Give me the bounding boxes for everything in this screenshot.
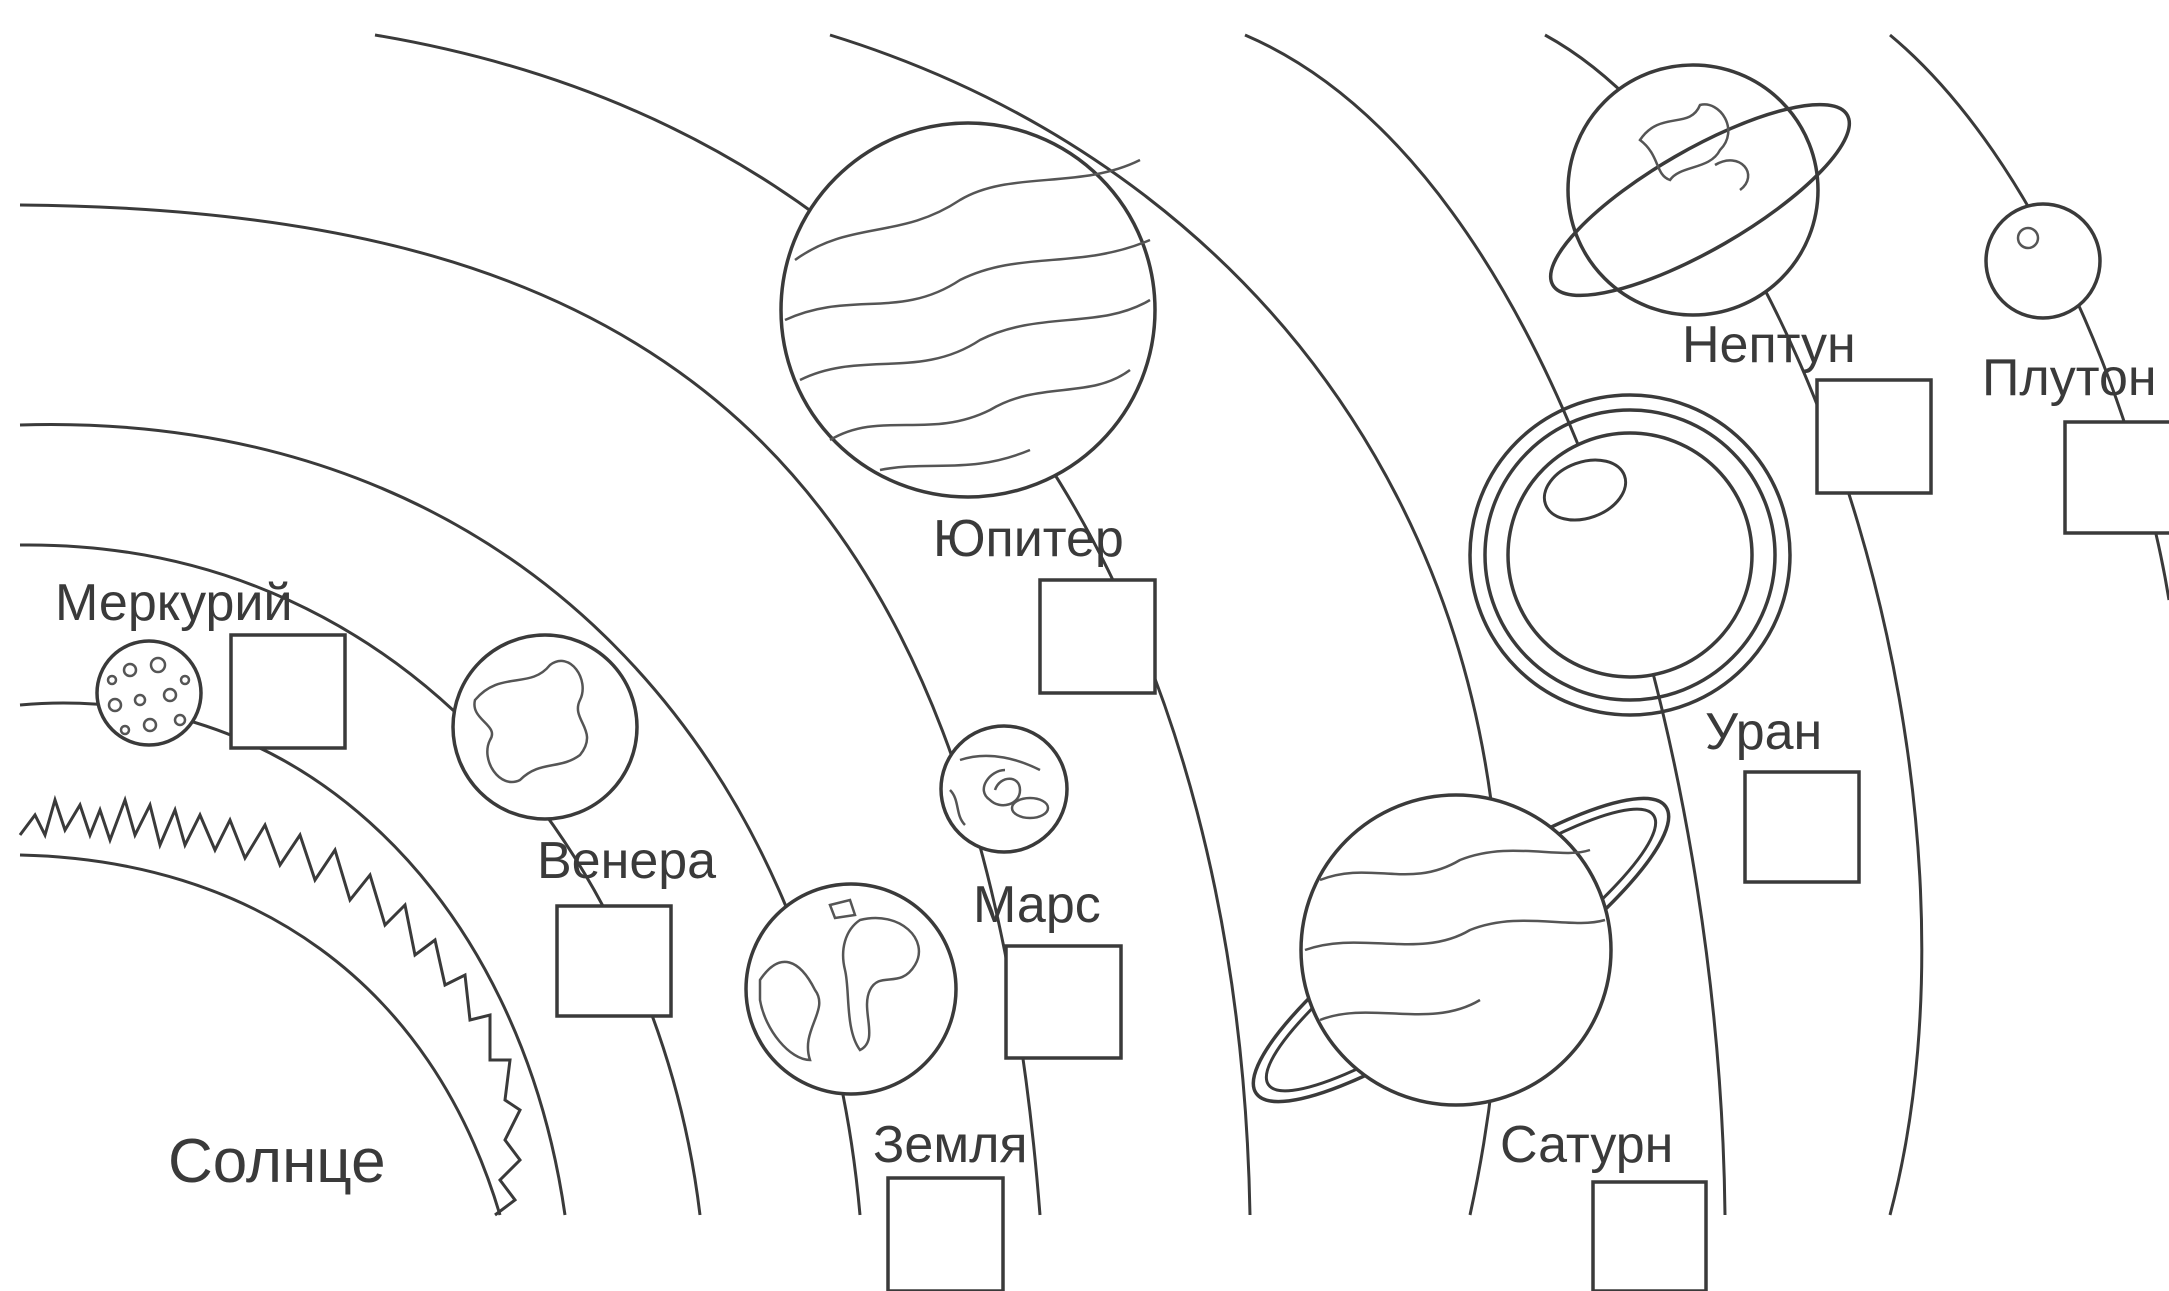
answer-box-pluto[interactable] bbox=[2065, 422, 2169, 533]
label-mercury: Меркурий bbox=[55, 574, 293, 632]
neptune-planet bbox=[1528, 65, 1872, 328]
label-sun: Солнце bbox=[168, 1127, 386, 1196]
answer-box-jupiter[interactable] bbox=[1040, 580, 1155, 693]
mars-planet bbox=[941, 726, 1067, 852]
label-uranus: Уран bbox=[1705, 703, 1822, 761]
jupiter-planet bbox=[781, 123, 1155, 497]
label-mars: Марс bbox=[973, 876, 1101, 934]
mercury-planet bbox=[97, 641, 201, 745]
answer-box-neptune[interactable] bbox=[1817, 380, 1931, 493]
answer-boxes bbox=[231, 380, 2169, 1291]
saturn-planet bbox=[1222, 757, 1700, 1142]
earth-planet bbox=[746, 884, 956, 1094]
answer-box-mercury[interactable] bbox=[231, 635, 345, 748]
label-earth: Земля bbox=[873, 1116, 1028, 1174]
answer-box-uranus[interactable] bbox=[1745, 772, 1859, 882]
venus-planet bbox=[453, 635, 637, 819]
uranus-planet bbox=[1470, 395, 1790, 715]
pluto-planet bbox=[1986, 204, 2100, 318]
label-neptune: Нептун bbox=[1682, 316, 1856, 374]
label-saturn: Сатурн bbox=[1500, 1116, 1673, 1174]
answer-box-venus[interactable] bbox=[557, 906, 671, 1016]
answer-box-saturn[interactable] bbox=[1593, 1182, 1706, 1291]
label-jupiter: Юпитер bbox=[933, 510, 1124, 568]
answer-box-earth[interactable] bbox=[888, 1178, 1003, 1291]
orbit-earth bbox=[20, 425, 860, 1215]
label-pluto: Плутон bbox=[1982, 349, 2157, 407]
answer-box-mars[interactable] bbox=[1006, 946, 1121, 1058]
label-venus: Венера bbox=[537, 832, 716, 890]
